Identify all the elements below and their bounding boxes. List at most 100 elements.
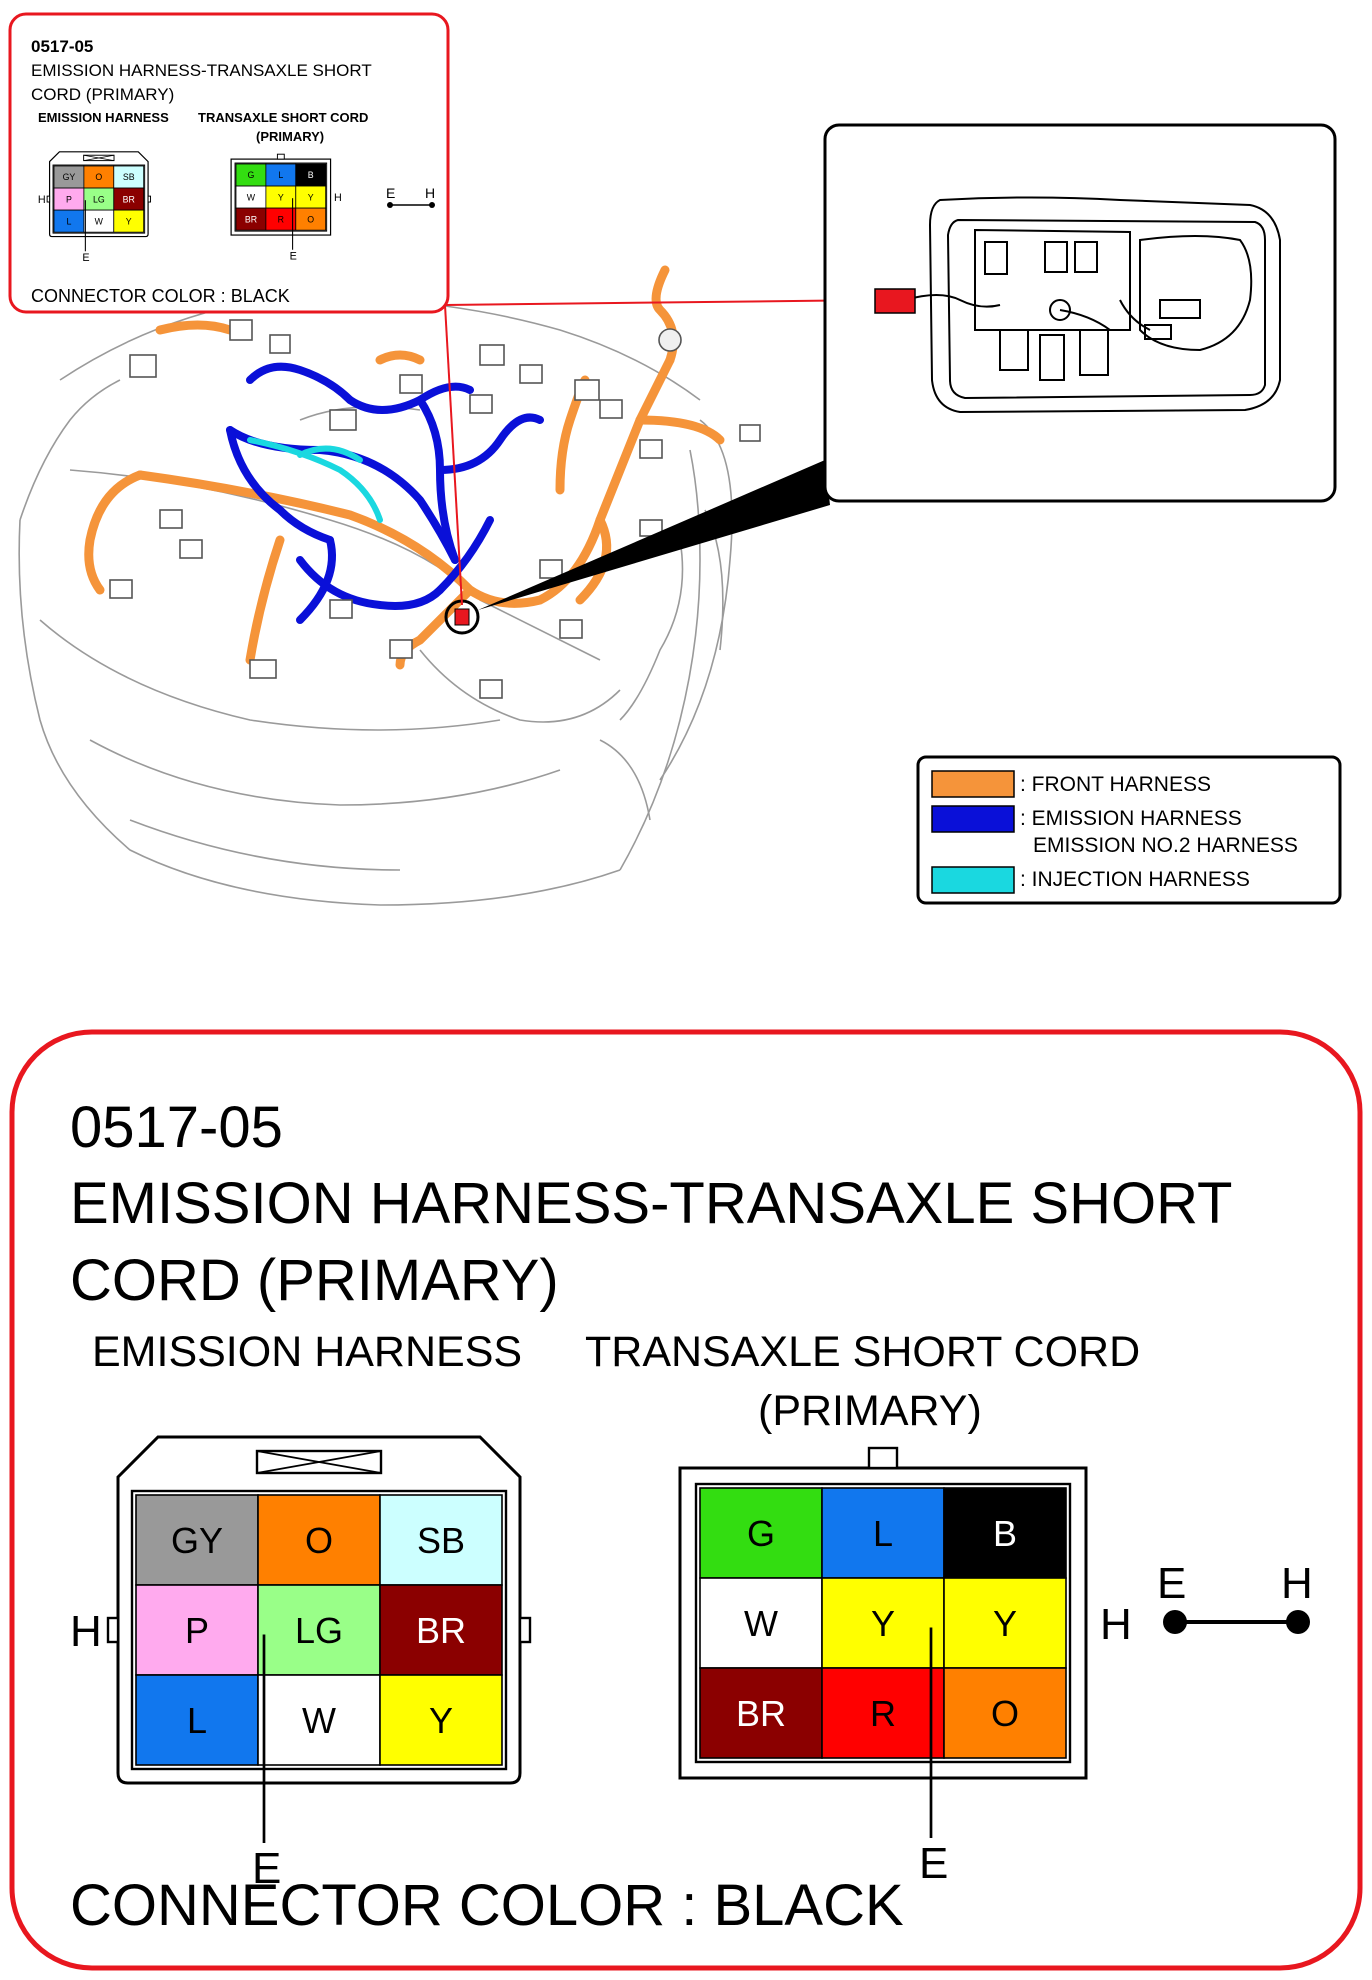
large-emission-pin-1	[135, 1494, 259, 1586]
large-transaxle-latch	[867, 1446, 899, 1470]
large-emission-pin-label-3: SB	[417, 1520, 465, 1561]
small-transaxle-pin-label-9: O	[307, 214, 314, 224]
small-emission-pin-9	[113, 209, 145, 233]
small-transaxle-pin-label-8: R	[278, 214, 284, 224]
emission-harness-routes	[226, 362, 544, 624]
large-emission-pin-label-6: BR	[416, 1610, 466, 1651]
large-transaxle-pin-label-5: Y	[871, 1603, 895, 1644]
small-transaxle-pin-label-6: Y	[308, 192, 314, 202]
legend-label-front: : FRONT HARNESS	[1020, 773, 1211, 796]
connector-callout-large: 0517-05 EMISSION HARNESS-TRANSAXLE SHORT…	[9, 1029, 1363, 1971]
small-emission-pin-label-6: BR	[123, 194, 135, 204]
callout-large-right-label-1: TRANSAXLE SHORT CORD	[585, 1328, 1140, 1376]
small-emission-pin-label-8: W	[95, 216, 104, 226]
large-transaxle-pin-3	[943, 1487, 1067, 1579]
large-emission-pin-9	[379, 1674, 503, 1766]
large-transaxle-h-marker: H	[1100, 1600, 1132, 1649]
large-emission-pin-label-2: O	[305, 1520, 333, 1561]
harness-legend: : FRONT HARNESS : EMISSION HARNESS EMISS…	[916, 755, 1342, 905]
large-transaxle-pin-6	[943, 1577, 1067, 1669]
callout-small-transaxle-connector: H G L B W Y Y BR R O E	[230, 153, 342, 263]
legend-label-emission-no2: EMISSION NO.2 HARNESS	[1033, 834, 1298, 857]
small-emission-e-marker: E	[82, 252, 89, 264]
large-emission-e-marker: E	[252, 1844, 281, 1893]
large-transaxle-pin-label-7: BR	[736, 1693, 786, 1734]
small-emission-pin-label-9: Y	[126, 216, 132, 226]
large-emission-pin-label-4: P	[185, 1610, 209, 1651]
small-emission-pin-label-4: P	[66, 194, 72, 204]
callout-large-emission-connector: H GY O SB P LG BR L W Y E	[70, 1435, 532, 1893]
large-emission-pin-label-7: L	[187, 1700, 207, 1741]
callout-small-title-line2: CORD (PRIMARY)	[31, 85, 174, 104]
callout-small-right-label-1: TRANSAXLE SHORT CORD	[198, 110, 368, 125]
large-transaxle-pin-label-2: L	[873, 1513, 893, 1554]
small-transaxle-pin-label-7: BR	[245, 214, 257, 224]
callout-small-left-label: EMISSION HARNESS	[38, 110, 169, 125]
small-emission-pin-label-1: GY	[63, 172, 76, 182]
large-emission-pin-4	[135, 1584, 259, 1676]
large-transaxle-e-marker: E	[919, 1839, 948, 1888]
small-emission-pin-label-2: O	[95, 172, 102, 182]
small-transaxle-latch	[276, 153, 285, 160]
callout-large-transaxle-connector: H G L B W Y Y BR R O E	[678, 1446, 1132, 1888]
callout-small-indicator-e: E	[386, 185, 395, 201]
large-transaxle-pin-1	[699, 1487, 823, 1579]
small-transaxle-pin-9	[295, 207, 327, 231]
large-transaxle-pin-label-6: Y	[993, 1603, 1017, 1644]
small-transaxle-pin-label-2: L	[278, 170, 283, 180]
legend-label-emission: : EMISSION HARNESS	[1020, 807, 1242, 830]
legend-label-injection: : INJECTION HARNESS	[1020, 868, 1250, 891]
callout-leader-lines	[444, 299, 879, 610]
large-transaxle-pin-label-3: B	[993, 1513, 1017, 1554]
callout-large-code: 0517-05	[70, 1095, 283, 1160]
large-transaxle-pin-8	[821, 1667, 945, 1759]
large-transaxle-pin-label-4: W	[744, 1603, 778, 1644]
large-transaxle-pin-label-9: O	[991, 1693, 1019, 1734]
large-emission-pin-7	[135, 1674, 259, 1766]
large-emission-pin-label-8: W	[302, 1700, 336, 1741]
callout-large-title-line1: EMISSION HARNESS-TRANSAXLE SHORT	[70, 1171, 1232, 1236]
legend-swatch-emission	[931, 805, 1015, 833]
detail-zoom-inset	[823, 123, 1337, 503]
small-emission-h-marker: H	[38, 194, 46, 206]
small-transaxle-pin-label-1: G	[248, 170, 255, 180]
large-emission-pin-2	[257, 1494, 381, 1586]
legend-swatch-front	[931, 770, 1015, 798]
small-transaxle-pin-label-3: B	[308, 170, 314, 180]
callout-small-connector-color: CONNECTOR COLOR : BLACK	[31, 286, 290, 306]
callout-large-indicator-e: E	[1157, 1559, 1186, 1608]
large-transaxle-pin-4	[699, 1577, 823, 1669]
callout-large-connector-color: CONNECTOR COLOR : BLACK	[70, 1873, 904, 1938]
callout-large-title-line2: CORD (PRIMARY)	[70, 1248, 559, 1313]
large-emission-h-marker: H	[70, 1607, 102, 1656]
connector-callout-small: 0517-05 EMISSION HARNESS-TRANSAXLE SHORT…	[8, 12, 450, 314]
callout-small-indicator-h: H	[425, 185, 435, 201]
legend-swatch-injection	[931, 866, 1015, 894]
small-transaxle-h-marker: H	[334, 192, 342, 204]
small-transaxle-e-marker: E	[290, 251, 297, 263]
large-emission-pin-label-1: GY	[171, 1520, 223, 1561]
small-emission-pin-label-7: L	[66, 216, 71, 226]
callout-small-e-h-indicator: E H	[386, 185, 435, 208]
small-emission-pin-label-5: LG	[93, 194, 105, 204]
small-transaxle-pin-label-4: W	[247, 192, 256, 202]
callout-large-right-label-2: (PRIMARY)	[758, 1387, 982, 1435]
callout-large-left-label: EMISSION HARNESS	[92, 1328, 522, 1376]
callout-small-title-line1: EMISSION HARNESS-TRANSAXLE SHORT	[31, 61, 372, 80]
large-emission-pin-label-5: LG	[295, 1610, 343, 1651]
callout-small-code: 0517-05	[31, 37, 93, 56]
injection-harness-routes	[247, 437, 383, 523]
callout-large-indicator-h: H	[1281, 1559, 1313, 1608]
large-transaxle-pin-label-8: R	[870, 1693, 896, 1734]
callout-large-e-h-indicator: E H	[1157, 1559, 1313, 1634]
connector-location-marker	[444, 599, 480, 635]
harness-connectors	[109, 319, 761, 699]
small-transaxle-pin-label-5: Y	[278, 192, 284, 202]
large-emission-pin-3	[379, 1494, 503, 1586]
callout-small-right-label-2: (PRIMARY)	[256, 129, 324, 144]
large-transaxle-pin-9	[943, 1667, 1067, 1759]
large-emission-pin-label-9: Y	[429, 1700, 453, 1741]
large-transaxle-pin-label-1: G	[747, 1513, 775, 1554]
